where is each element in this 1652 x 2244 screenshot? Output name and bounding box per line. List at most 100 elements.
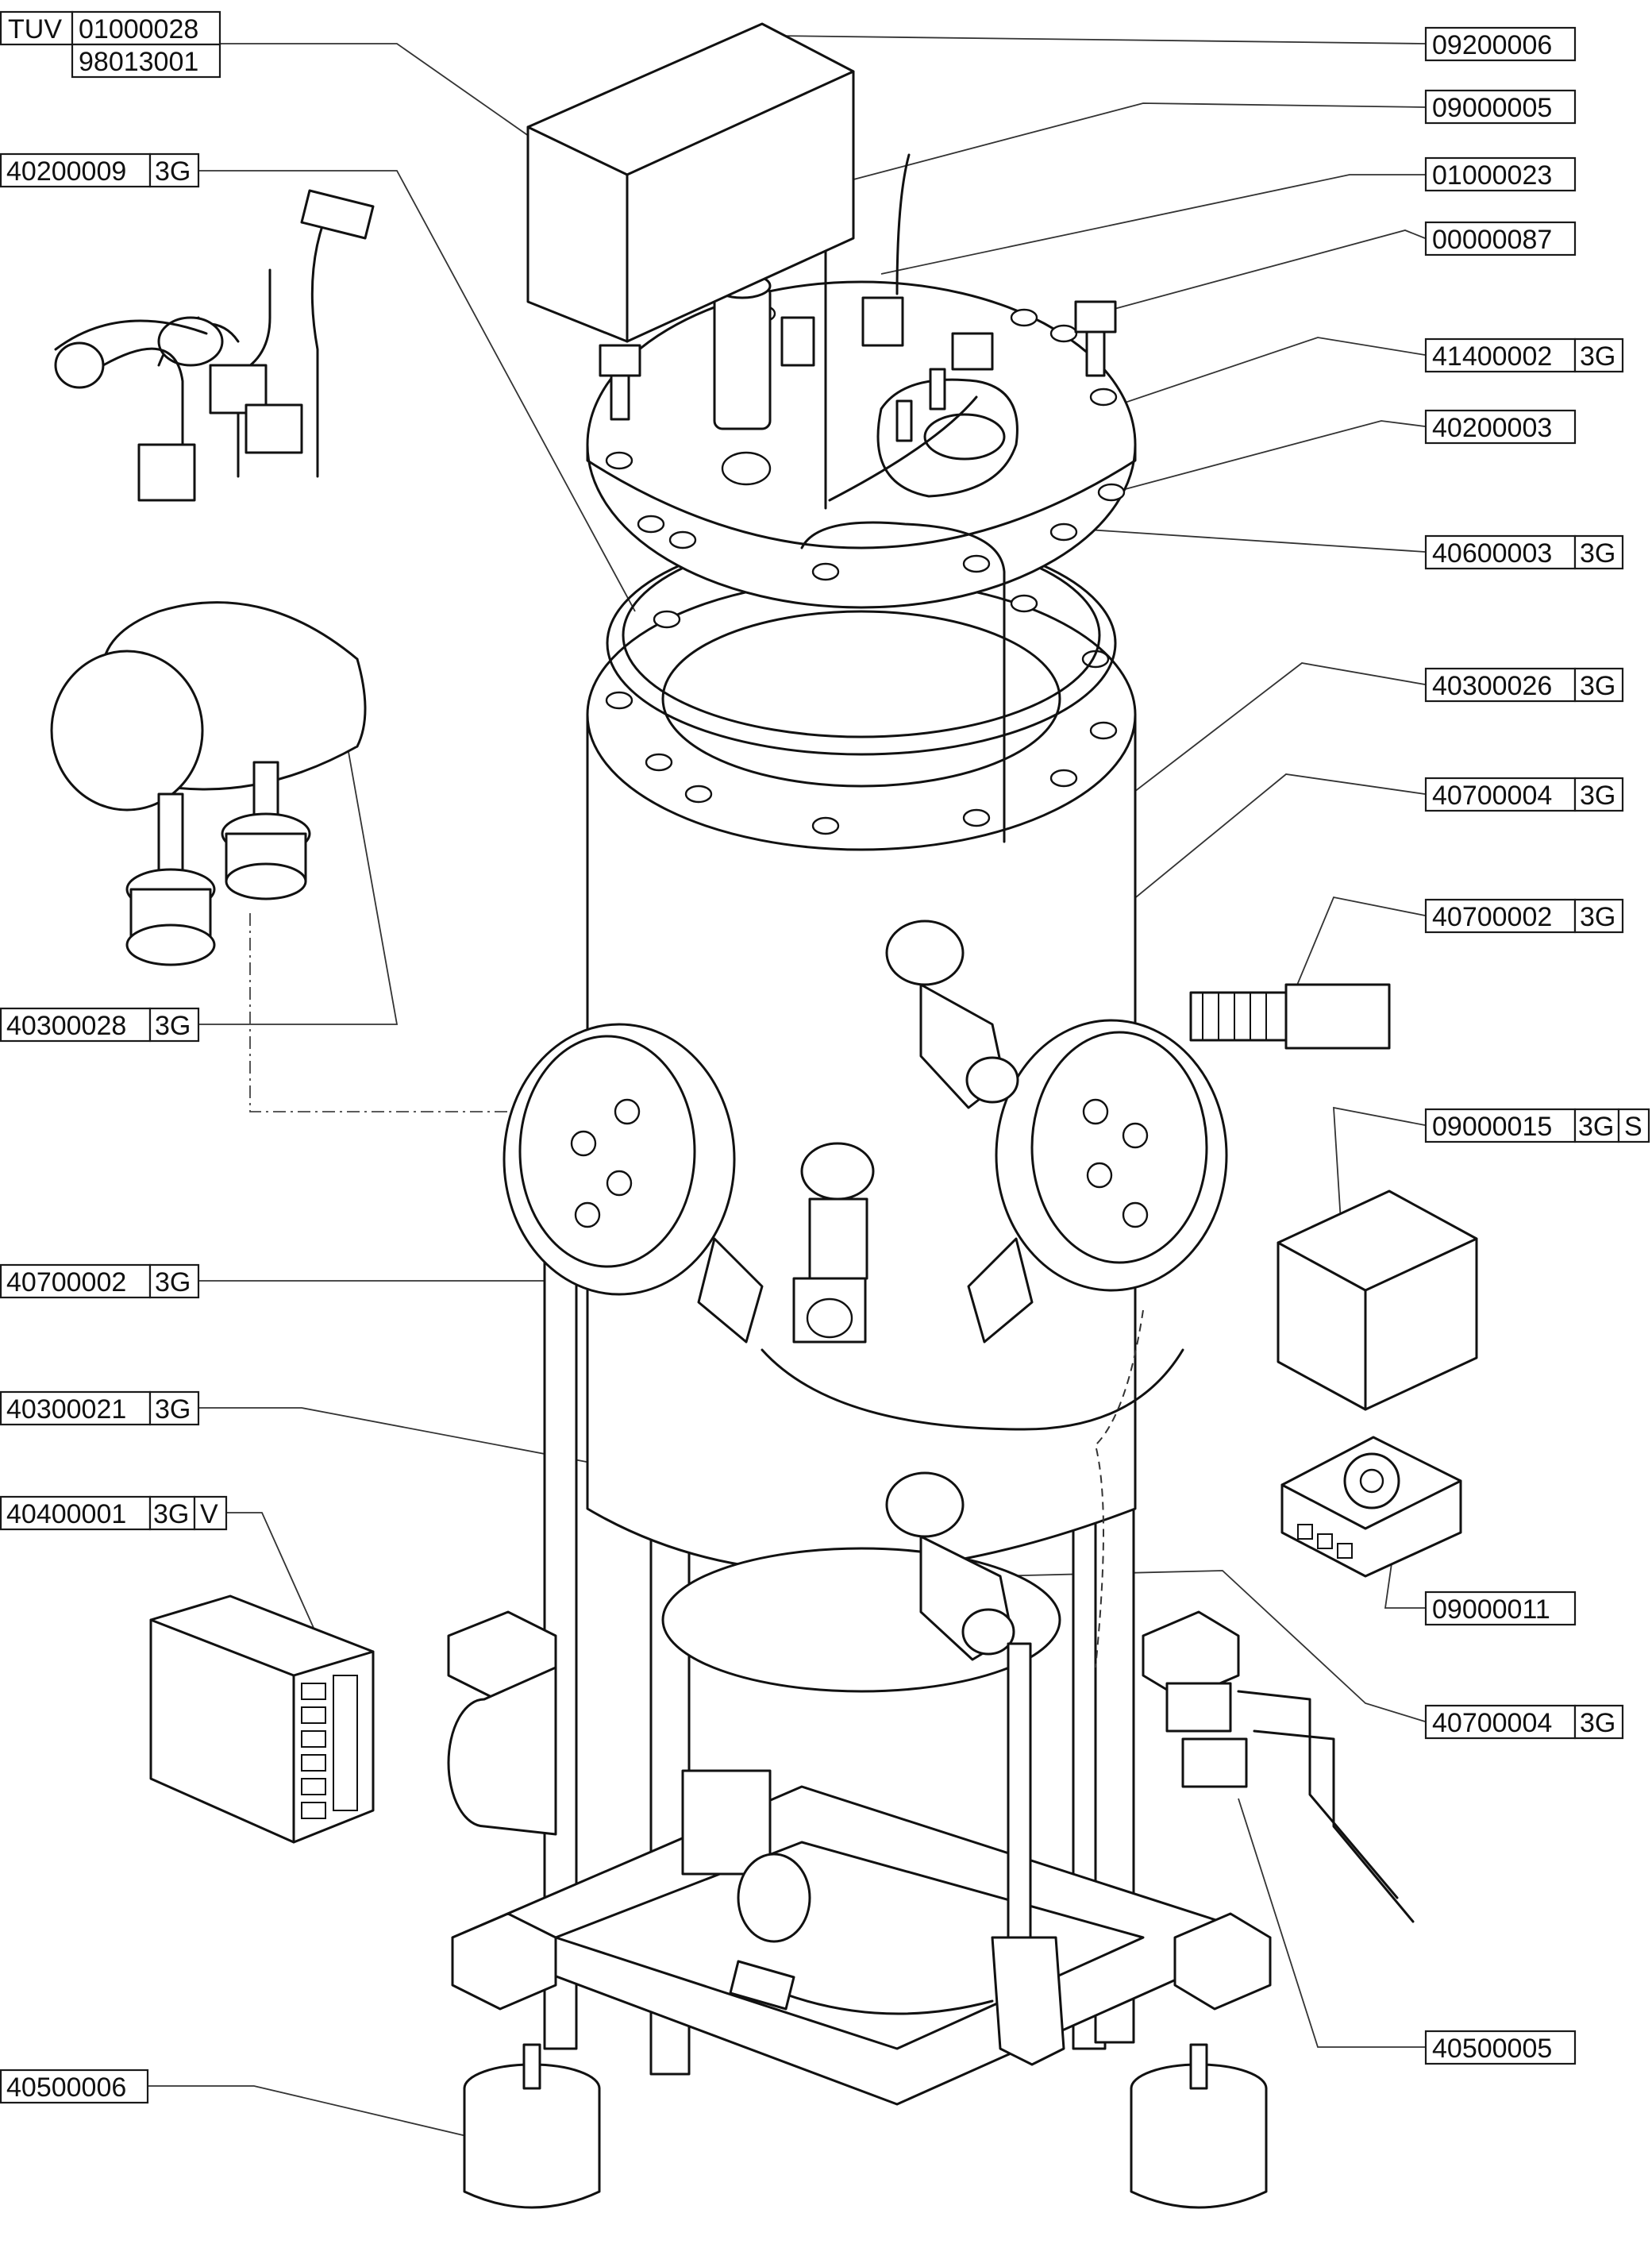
fitting-40700004-bottom — [885, 1471, 1015, 1661]
label-40400001: 40400001 3G V — [0, 1495, 228, 1531]
manifold-valve-1 — [125, 792, 216, 966]
label-cell-40700004-top: 40700004 — [1432, 781, 1552, 811]
label-cell-01000028: 01000028 — [79, 14, 198, 44]
label-cell-40200009-3g: 3G — [155, 156, 191, 187]
boiler-top-opening — [661, 610, 1061, 788]
body-pipe-front — [761, 1348, 1184, 1431]
label-cell-40500006: 40500006 — [6, 2072, 126, 2103]
label-01000023: 01000023 — [1424, 156, 1577, 192]
drain-pipe-1 — [1237, 1690, 1399, 1899]
leader-40300026 — [1079, 662, 1426, 835]
leader-40600003 — [1063, 527, 1426, 553]
label-cell-40600003-3g: 3G — [1580, 538, 1615, 569]
label-40300026: 40300026 3G — [1424, 667, 1624, 703]
hidden-pipe — [1094, 1309, 1144, 1668]
label-40200003: 40200003 — [1424, 409, 1577, 445]
manifold-tube-end-3 — [54, 341, 105, 389]
label-cell-40400001-v: V — [200, 1499, 218, 1529]
part-labels: TUV 01000028 98013001 40200009 3G 403000… — [0, 10, 1650, 2104]
label-cell-40300028: 40300028 — [6, 1011, 126, 1041]
relay-socket-top-edge — [1280, 1479, 1462, 1530]
label-cell-09000011: 09000011 — [1432, 1594, 1550, 1625]
heating-element-cap — [923, 413, 1006, 461]
label-40500005: 40500005 — [1424, 2030, 1577, 2065]
drain-pipe-2 — [1253, 1729, 1415, 1923]
label-cell-09000015-s: S — [1624, 1112, 1642, 1142]
label-40700004-bottom: 40700004 3G — [1424, 1704, 1624, 1740]
label-cell-41400002-3g: 3G — [1580, 341, 1615, 372]
fitting-40700002-center — [792, 1142, 875, 1344]
label-cell-40300026: 40300026 — [1432, 671, 1552, 701]
lid-fitting-small — [780, 316, 815, 367]
label-cell-40700002-left: 40700002 — [6, 1267, 126, 1297]
lid-bolt-right — [1074, 300, 1117, 377]
relay-box-09000015 — [1277, 1189, 1478, 1411]
solenoid-coil — [737, 1853, 811, 1943]
leader-40300021 — [151, 1407, 604, 1466]
lid-fitting-tube — [861, 296, 904, 347]
adjustable-foot-right — [1130, 2043, 1268, 2209]
label-cell-40300021-3g: 3G — [155, 1394, 191, 1425]
label-41400002: 41400002 3G — [1424, 337, 1624, 373]
leader-00000087 — [1111, 229, 1426, 310]
lid-bent-pipe — [828, 395, 978, 502]
leader-40300028 — [151, 666, 399, 1025]
leader-40500005 — [1238, 1798, 1425, 2048]
gauge-connector-left — [697, 1237, 764, 1344]
label-cell-40700004-bottom: 40700004 — [1432, 1708, 1552, 1738]
internal-pipe-loop — [800, 521, 1006, 843]
manifold-tube-6 — [54, 319, 208, 351]
label-40200009: 40200009 3G — [0, 152, 200, 188]
manifold-tube-5 — [102, 347, 184, 478]
leader-40200003 — [1023, 420, 1426, 517]
relay-socket-center — [1359, 1468, 1384, 1494]
adjustable-foot-left — [463, 2043, 601, 2209]
leader-09200006 — [773, 35, 1426, 44]
label-cell-00000087: 00000087 — [1432, 225, 1552, 255]
boiler-lid-edge — [586, 443, 1137, 549]
manifold-assembly — [50, 189, 375, 966]
manifold-valve-2 — [221, 761, 311, 900]
label-40500006: 40500006 — [0, 2069, 149, 2104]
terminal-strip — [301, 1675, 358, 1819]
fitting-40700002-right — [1189, 983, 1391, 1050]
label-cell-40700004-top-3g: 3G — [1580, 781, 1615, 811]
label-09000011: 09000011 — [1424, 1590, 1577, 1626]
leader-40500006 — [147, 2085, 501, 2145]
label-40600003: 40600003 3G — [1424, 534, 1624, 570]
label-cell-40700002-right: 40700002 — [1432, 902, 1552, 932]
manifold-nuts — [137, 364, 303, 502]
label-09000015: 09000015 3G S — [1424, 1108, 1650, 1143]
lid-port — [721, 451, 772, 486]
relay-box-body — [1277, 1189, 1478, 1411]
label-cell-40300028-3g: 3G — [155, 1011, 191, 1041]
manifold-body-top — [101, 601, 367, 748]
label-cell-40700002-left-3g: 3G — [155, 1267, 191, 1297]
label-00000087: 00000087 — [1424, 221, 1577, 256]
gauge-connector-right — [967, 1237, 1034, 1344]
leader-09000005 — [841, 102, 1426, 183]
t-fitting — [991, 1936, 1065, 2066]
control-box-body — [149, 1594, 375, 1844]
gauge-left — [503, 1023, 736, 1296]
bottom-pipe — [761, 1984, 994, 2015]
label-cell-40300026-3g: 3G — [1580, 671, 1615, 701]
label-cell-40400001-3g: 3G — [153, 1499, 189, 1529]
label-40300028: 40300028 3G — [0, 1007, 200, 1043]
label-cell-09000015: 09000015 — [1432, 1112, 1552, 1142]
label-cell-40300021: 40300021 — [6, 1394, 126, 1425]
label-cell-40200009: 40200009 — [6, 156, 126, 187]
label-cell-40700002-right-3g: 3G — [1580, 902, 1615, 932]
relay-socket-09000011 — [1280, 1436, 1462, 1578]
leader-01000023 — [880, 174, 1425, 275]
fitting-40700004-top — [885, 920, 1019, 1109]
label-98013001: 98013001 — [71, 43, 221, 79]
leader-09000015 — [1333, 1106, 1426, 1236]
lid-pipe-top — [895, 153, 911, 295]
lid-bolt-left — [599, 344, 641, 421]
boiler-flange-holes — [605, 594, 1118, 835]
boiler-assembly — [447, 22, 1415, 2209]
leader-40200009 — [156, 170, 636, 612]
label-cell-09000015-3g: 3G — [1578, 1112, 1614, 1142]
